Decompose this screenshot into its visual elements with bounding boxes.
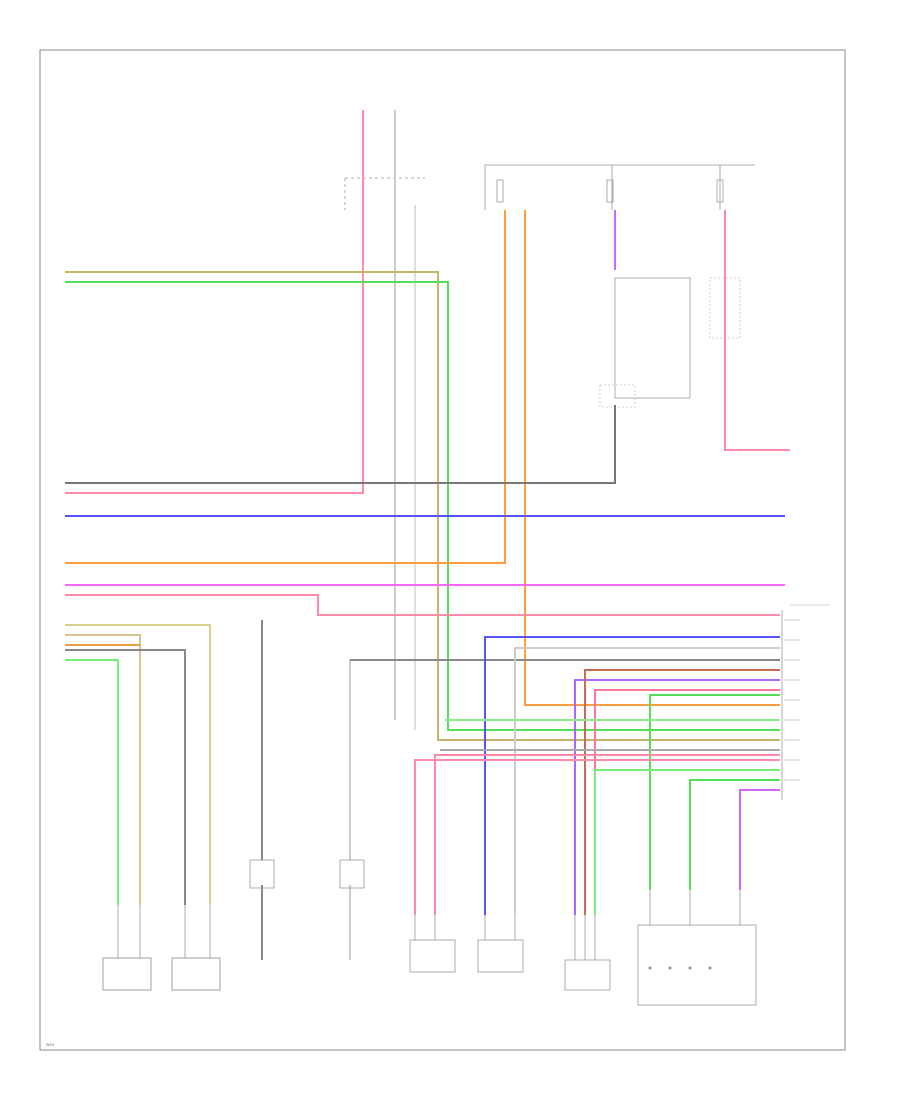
wire-lightgrey-right: [514, 647, 780, 915]
wire-red-main: [65, 110, 364, 494]
left-front-sensor-box: [102, 957, 152, 991]
right-front-sensor-box: [171, 957, 221, 991]
wire-bundle-tan: [65, 634, 141, 905]
right-terminal-marks: [784, 604, 830, 781]
wire-red-lower: [414, 759, 780, 915]
component-leads: [117, 890, 741, 960]
combination-meter-box: [614, 277, 691, 399]
wire-green-horizontal: [65, 281, 780, 731]
wire-red-right: [724, 210, 790, 451]
meter-ground-connector: [599, 384, 636, 408]
wire-bundle-green: [65, 659, 119, 905]
occupant-sensor-box: [564, 959, 611, 991]
diagram-footer-code: W55: [46, 1043, 54, 1047]
center-resistor-1: [249, 859, 275, 889]
top-fuse-group: [344, 164, 755, 210]
wire-tan-horizontal: [65, 271, 780, 741]
wire-green-right-a: [649, 694, 780, 890]
wire-green-right-b: [594, 769, 780, 915]
center-resistor-2: [339, 859, 365, 889]
wire-grey-meter: [65, 405, 616, 484]
wire-orange-fuse: [65, 210, 506, 564]
wire-brown-right: [584, 669, 780, 915]
tensioner-dots: [648, 966, 712, 970]
wire-bundle-grey: [65, 649, 186, 905]
left-seat-switch-box: [409, 939, 456, 973]
wire-bundle-yellowgreen: [65, 624, 211, 905]
wire-red-right-b: [594, 689, 780, 915]
diagram-frame: [39, 49, 846, 1051]
wire-red-step: [65, 594, 780, 616]
wire-violet-right-b: [739, 789, 780, 890]
wire-violet-right: [574, 679, 780, 915]
right-seat-switch-box: [477, 939, 524, 973]
wire-pink-lower: [434, 754, 780, 915]
seat-belt-tensioner-box: [637, 924, 757, 1006]
wire-green-right-c: [689, 779, 780, 890]
wire-blue-right: [484, 636, 780, 915]
wire-orange-fuse-2: [524, 210, 780, 706]
